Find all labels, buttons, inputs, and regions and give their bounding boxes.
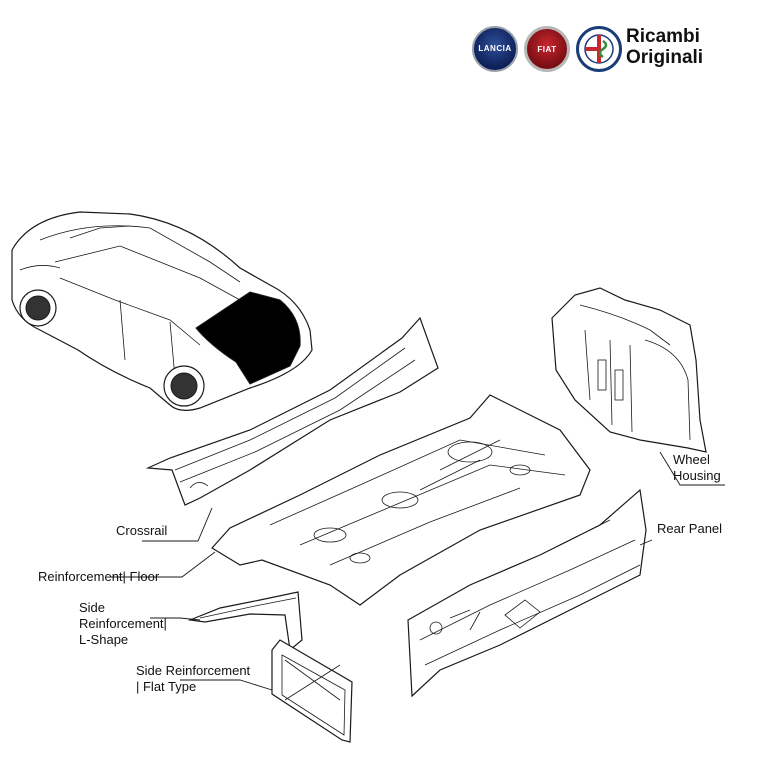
rear-panel-leader bbox=[639, 539, 653, 546]
wheel-housing-leader bbox=[659, 451, 725, 486]
fiat-logo-text: FIAT bbox=[537, 45, 557, 54]
lancia-logo-text: LANCIA bbox=[478, 44, 512, 53]
label-crossrail: Crossrail bbox=[116, 523, 168, 538]
car-illustration bbox=[11, 211, 313, 411]
brand-header: LANCIA FIAT Ricambi Originali bbox=[472, 22, 752, 82]
fiat-logo: FIAT bbox=[524, 26, 570, 72]
crossrail-leader bbox=[142, 507, 213, 542]
crossrail-part bbox=[145, 316, 439, 506]
lancia-logo: LANCIA bbox=[472, 26, 518, 72]
trunk-area-highlight bbox=[195, 291, 301, 385]
reinforcement-floor-leader bbox=[110, 551, 216, 578]
label-wheel-housing: Wheel Housing bbox=[673, 452, 721, 483]
side-reinforcement-lshape-leader bbox=[150, 617, 201, 621]
brand-title-line1: Ricambi bbox=[626, 26, 700, 47]
brand-title-line2: Originali bbox=[626, 47, 704, 68]
alfa-romeo-logo bbox=[576, 26, 622, 72]
brand-title: Ricambi Originali bbox=[626, 26, 703, 68]
label-side-reinforcement-flat: Side Reinforcement | Flat Type bbox=[136, 663, 251, 694]
side-reinforcement-lshape-part bbox=[187, 591, 303, 652]
label-rear-panel: Rear Panel bbox=[657, 521, 723, 536]
rear-panel-part bbox=[407, 488, 647, 698]
label-reinforcement-floor: Reinforcement| Floor bbox=[38, 569, 160, 584]
reinforcement-floor-part bbox=[211, 394, 591, 606]
label-side-reinforcement-lshape: Side Reinforcement| L-Shape bbox=[79, 600, 167, 647]
side-reinforcement-flat-leader bbox=[180, 679, 273, 691]
wheel-housing-part bbox=[551, 287, 707, 453]
side-reinforcement-flat-part bbox=[271, 639, 353, 743]
